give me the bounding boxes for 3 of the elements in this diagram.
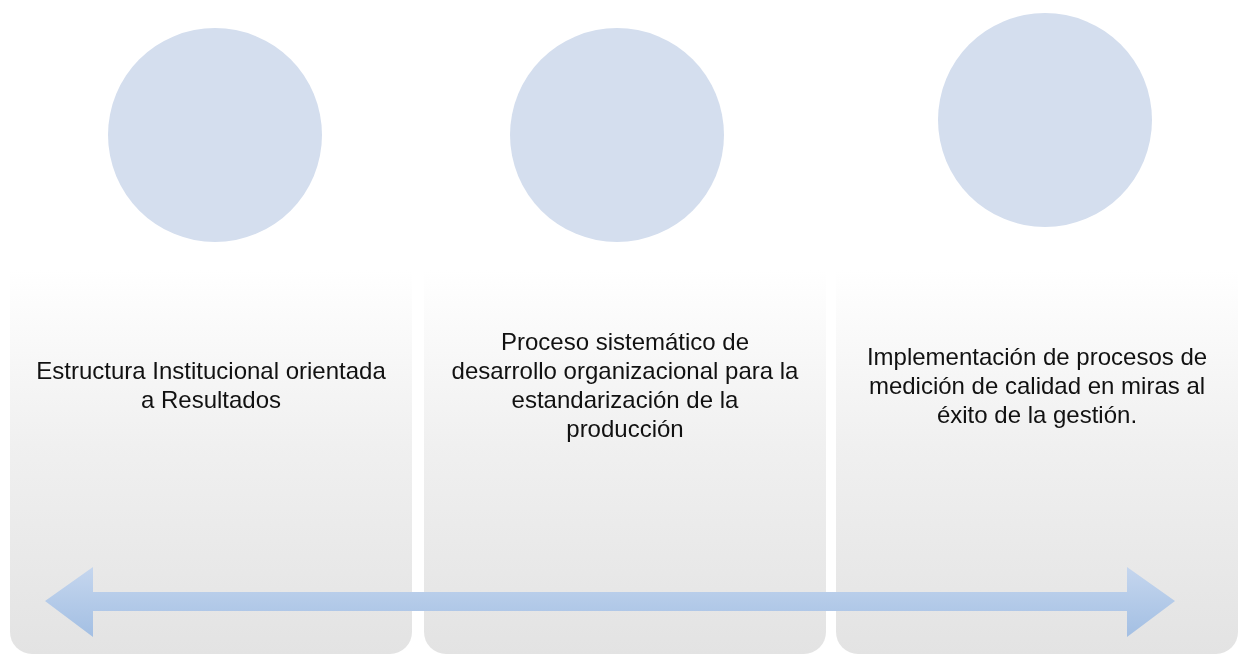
panel-text: Proceso sistemático de desarrollo organizacional para la estandarización de la producción [450,327,800,444]
panel-text: Estructura Institucional orientada a Resultados [36,356,386,415]
panel-text: Implementación de procesos de medición de calidad en miras al éxito de la gestión. [865,341,1209,430]
